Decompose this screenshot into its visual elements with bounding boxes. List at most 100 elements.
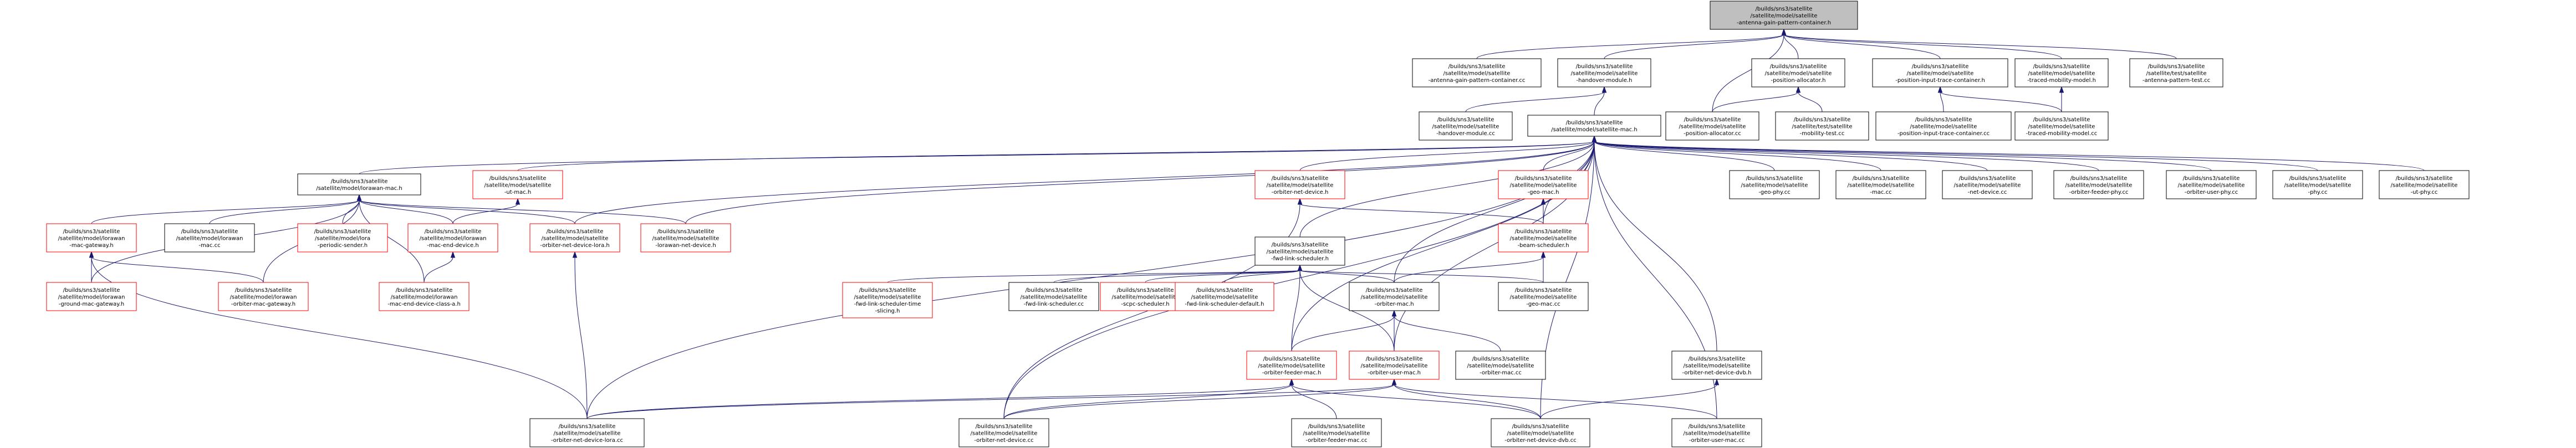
node-label-line: /builds/sns3/satellite — [1959, 176, 2016, 182]
file-node[interactable]: /builds/sns3/satellite/satellite/test/sa… — [1775, 111, 1869, 141]
file-node[interactable]: /builds/sns3/satellite/satellite/model/s… — [1491, 418, 1590, 447]
file-node[interactable]: /builds/sns3/satellite/satellite/model/s… — [1412, 58, 1542, 87]
file-node[interactable]: /builds/sns3/satellite/satellite/model/s… — [529, 418, 645, 447]
file-node[interactable]: /builds/sns3/satellite/satellite/model/s… — [1557, 58, 1651, 87]
node-box — [2014, 58, 2109, 87]
file-node[interactable]: /builds/sns3/satellite/satellite/model/s… — [842, 282, 933, 318]
node-label-line: /builds/sns3/satellite — [2033, 64, 2090, 70]
file-node[interactable]: /builds/sns3/satellite/satellite/model/s… — [1835, 170, 1926, 199]
file-node[interactable]: /builds/sns3/satellite/satellite/model/s… — [1751, 58, 1845, 87]
file-node[interactable]: /builds/sns3/satellite/satellite/test/sa… — [2129, 58, 2223, 87]
node-label-line: /satellite/model/satellite — [2391, 182, 2458, 188]
node-label-line: /builds/sns3/satellite — [2396, 176, 2453, 182]
file-node[interactable]: /builds/sns3/satellite/satellite/model/l… — [297, 223, 388, 253]
node-label-line: /satellite/model/satellite — [1507, 430, 1574, 436]
file-node[interactable]: /builds/sns3/satellite/satellite/model/s… — [1872, 58, 2008, 87]
edge-arrowhead — [1289, 378, 1294, 385]
file-node[interactable]: /builds/sns3/satellite/satellite/model/s… — [1671, 418, 1762, 447]
node-label-line: /satellite/model/satellite — [2178, 182, 2245, 188]
file-node[interactable]: /builds/sns3/satellite/satellite/model/s… — [529, 223, 620, 253]
include-edge — [359, 141, 1595, 174]
file-node[interactable]: /builds/sns3/satellite/satellite/model/l… — [218, 282, 309, 311]
node-label-line: /builds/sns3/satellite — [2070, 176, 2128, 182]
include-edge — [1783, 34, 2062, 59]
include-edge — [586, 384, 1395, 419]
file-node[interactable]: /builds/sns3/satellite/satellite/model/s… — [1254, 170, 1345, 199]
include-edge — [1594, 141, 2212, 171]
file-node[interactable]: /builds/sns3/satellite/satellite/model/s… — [1008, 282, 1099, 311]
node-label-line: /builds/sns3/satellite — [1684, 117, 1741, 123]
file-node[interactable]: /builds/sns3/satellite/satellite/model/s… — [1942, 170, 2033, 199]
node-label-line: /builds/sns3/satellite — [1915, 117, 1972, 123]
file-node[interactable]: /builds/sns3/satellite/satellite/model/s… — [1875, 111, 2012, 141]
node-label-line: /satellite/test/satellite — [2146, 70, 2207, 76]
node-label-line: /satellite/model/satellite — [1258, 363, 1325, 369]
include-edge — [359, 199, 686, 224]
root-file-node[interactable]: /builds/sns3/satellite/satellite/model/s… — [1710, 1, 1858, 30]
file-node[interactable]: /builds/sns3/satellite/satellite/model/s… — [1498, 170, 1589, 199]
file-node[interactable]: /builds/sns3/satellite/satellite/model/s… — [1419, 111, 1513, 141]
file-node[interactable]: /builds/sns3/satellite/satellite/model/s… — [2379, 170, 2470, 199]
file-node[interactable]: /builds/sns3/satellite/satellite/model/l… — [297, 173, 421, 195]
node-label-line: /satellite/model/satellite — [1191, 294, 1258, 300]
node-label-line: -traced-mobility-model.cc — [2026, 131, 2098, 137]
file-node[interactable]: /builds/sns3/satellite/satellite/model/s… — [1671, 351, 1762, 380]
file-node[interactable]: /builds/sns3/satellite/satellite/model/s… — [1729, 170, 1820, 199]
node-label-line: /builds/sns3/satellite — [1437, 117, 1494, 123]
file-node[interactable]: /builds/sns3/satellite/satellite/model/s… — [640, 223, 731, 253]
node-label-line: -beam-scheduler.h — [1517, 243, 1569, 249]
node-box — [46, 223, 137, 253]
include-edge — [1783, 34, 1941, 59]
node-label-line: /builds/sns3/satellite — [1026, 287, 1083, 293]
node-label-line: /builds/sns3/satellite — [235, 287, 292, 293]
include-edge — [1299, 203, 1544, 224]
include-edge — [1543, 141, 1595, 171]
include-edge — [1291, 384, 1541, 419]
file-node[interactable]: /builds/sns3/satellite/satellite/model/s… — [2166, 170, 2257, 199]
file-node[interactable]: /builds/sns3/satellite/satellite/model/s… — [1254, 236, 1345, 266]
include-edge — [1291, 384, 1337, 419]
node-label-line: -handover-module.cc — [1436, 131, 1495, 137]
file-node[interactable]: /builds/sns3/satellite/satellite/model/s… — [1527, 115, 1661, 137]
node-box — [1942, 170, 2033, 199]
node-box — [46, 282, 137, 311]
node-box — [958, 418, 1049, 447]
file-node[interactable]: /builds/sns3/satellite/satellite/model/s… — [2014, 111, 2109, 141]
node-label-line: -orbiter-user-mac.h — [1368, 370, 1421, 376]
edge-arrowhead — [1937, 86, 1943, 93]
file-node[interactable]: /builds/sns3/satellite/satellite/model/s… — [1175, 282, 1274, 311]
file-node[interactable]: /builds/sns3/satellite/satellite/model/l… — [46, 223, 137, 253]
include-edge — [359, 199, 425, 283]
file-node[interactable]: /builds/sns3/satellite/satellite/model/l… — [407, 223, 498, 253]
file-node[interactable]: /builds/sns3/satellite/satellite/model/s… — [1498, 282, 1589, 311]
file-node[interactable]: /builds/sns3/satellite/satellite/model/l… — [46, 282, 137, 311]
include-edge — [1712, 91, 1799, 112]
include-edge — [1224, 270, 1300, 283]
file-node[interactable]: /builds/sns3/satellite/satellite/model/s… — [2014, 58, 2109, 87]
file-node[interactable]: /builds/sns3/satellite/satellite/model/s… — [1455, 351, 1546, 380]
file-node[interactable]: /builds/sns3/satellite/satellite/model/s… — [2272, 170, 2363, 199]
file-node[interactable]: /builds/sns3/satellite/satellite/model/s… — [1246, 351, 1337, 380]
node-box — [297, 223, 388, 253]
file-node[interactable]: /builds/sns3/satellite/satellite/model/s… — [1291, 418, 1382, 447]
file-node[interactable]: /builds/sns3/satellite/satellite/model/s… — [1349, 351, 1440, 380]
edge-arrowhead — [89, 251, 94, 258]
node-label-line: /satellite/model/satellite — [1112, 294, 1179, 300]
node-label-line: /builds/sns3/satellite — [425, 229, 482, 235]
file-node[interactable]: /builds/sns3/satellite/satellite/model/s… — [2053, 170, 2144, 199]
file-node[interactable]: /builds/sns3/satellite/satellite/model/l… — [164, 223, 255, 253]
node-label-line: /builds/sns3/satellite — [1472, 356, 1529, 362]
node-label-line: /builds/sns3/satellite — [1448, 64, 1506, 70]
file-node[interactable]: /builds/sns3/satellite/satellite/model/s… — [1665, 111, 1759, 141]
file-node[interactable]: /builds/sns3/satellite/satellite/model/s… — [1498, 223, 1589, 253]
node-box — [1349, 282, 1440, 311]
node-box — [1175, 282, 1274, 311]
include-edge — [1145, 270, 1300, 283]
file-node[interactable]: /builds/sns3/satellite/satellite/model/s… — [958, 418, 1049, 447]
node-box — [1527, 115, 1661, 137]
file-node[interactable]: /builds/sns3/satellite/satellite/model/s… — [472, 170, 563, 199]
file-node[interactable]: /builds/sns3/satellite/satellite/model/l… — [379, 282, 470, 311]
node-label-line: -ground-mac-gateway.h — [59, 301, 124, 307]
file-node[interactable]: /builds/sns3/satellite/satellite/model/s… — [1349, 282, 1440, 311]
node-label-line: -position-allocator.h — [1771, 78, 1825, 84]
